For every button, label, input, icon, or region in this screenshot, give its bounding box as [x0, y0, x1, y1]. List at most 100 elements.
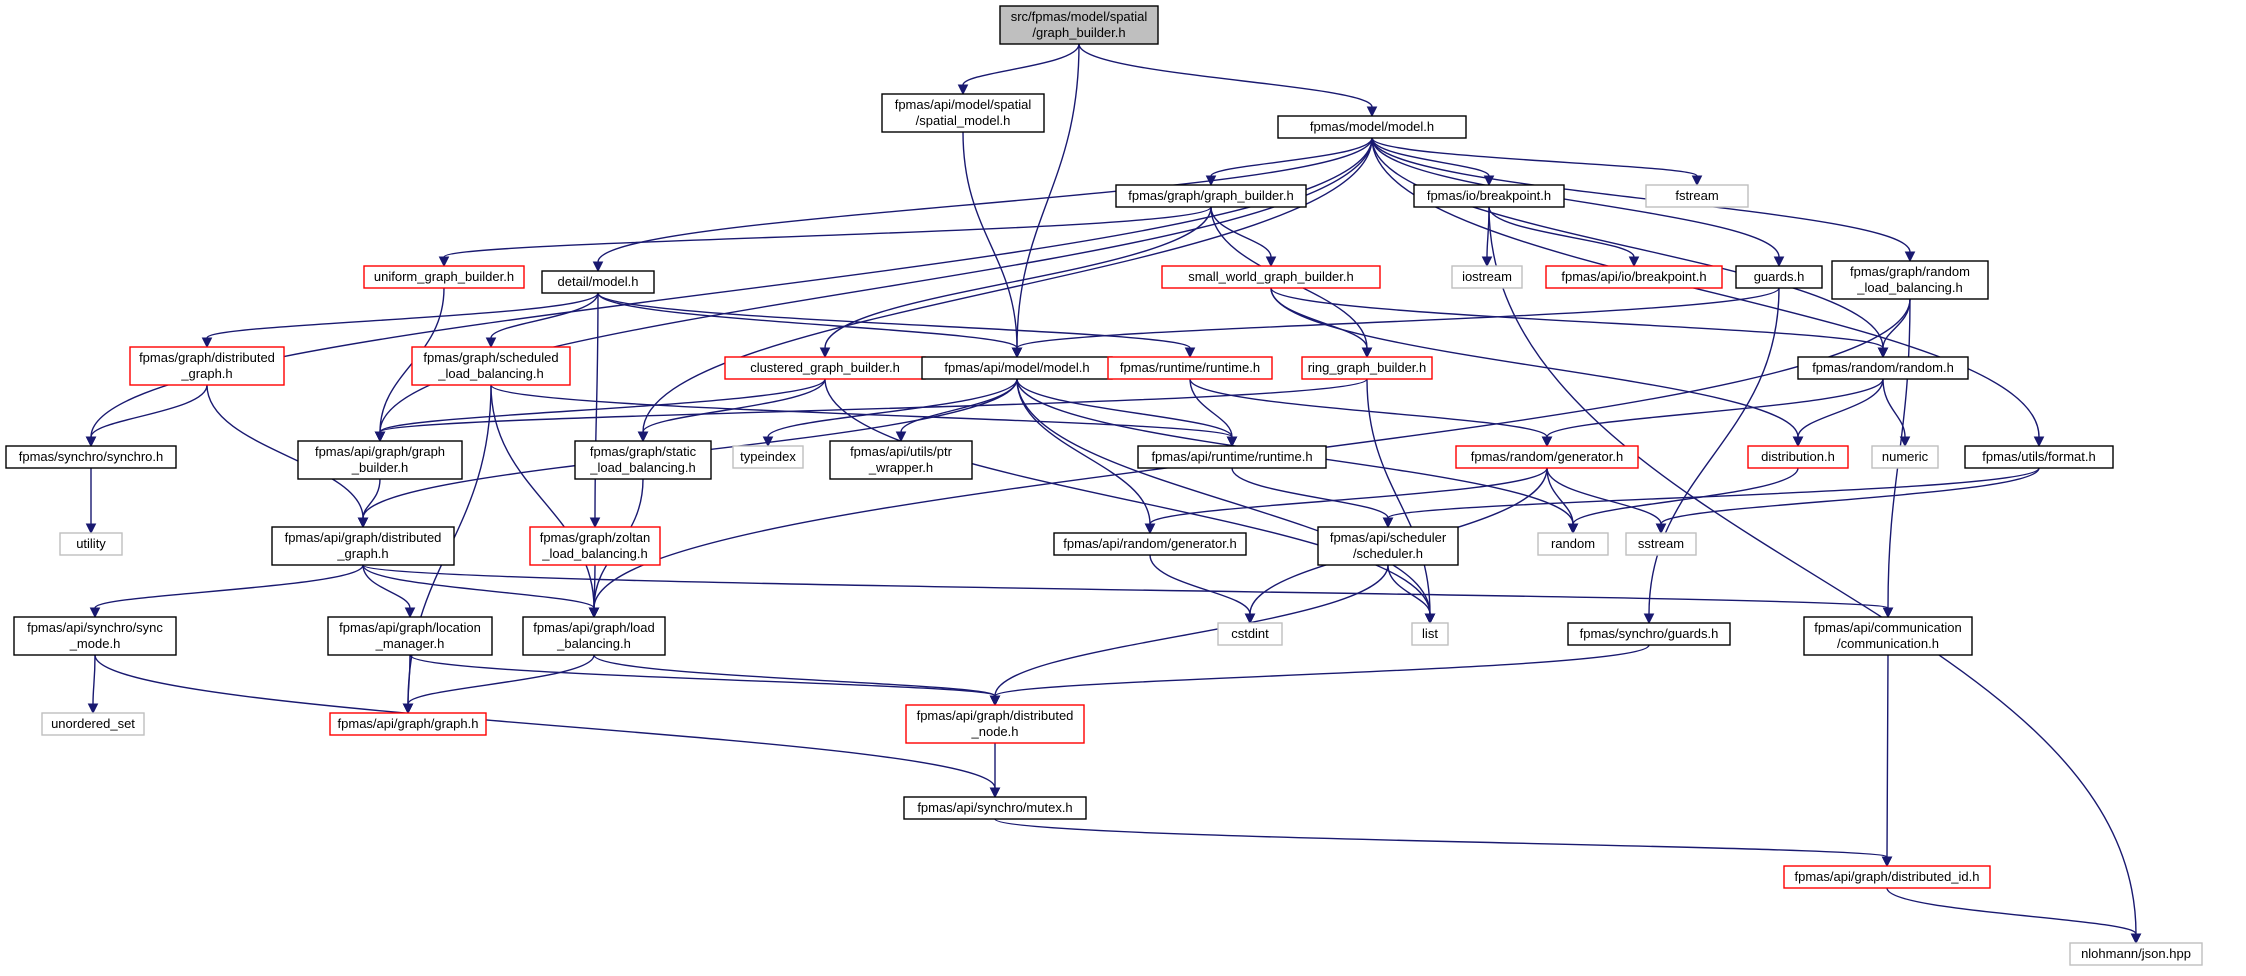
node-numeric[interactable]: numeric — [1871, 445, 1939, 469]
node-label: src/fpmas/model/spatial — [1011, 9, 1148, 24]
node-api-io-breakpoint[interactable]: fpmas/api/io/breakpoint.h — [1545, 265, 1723, 289]
node-utility[interactable]: utility — [59, 532, 123, 556]
edge-api-generator-to-cstdint — [1149, 554, 1256, 625]
node-box — [829, 440, 973, 480]
node-box — [1217, 622, 1283, 646]
node-random[interactable]: random — [1537, 532, 1609, 556]
node-distributed-id[interactable]: fpmas/api/graph/distributed_id.h — [1783, 865, 1991, 889]
edge-runtime-to-api-runtime — [1189, 378, 1238, 448]
node-label: fpmas/api/communication — [1814, 620, 1961, 635]
node-ring[interactable]: ring_graph_builder.h — [1301, 356, 1433, 380]
node-label: fpmas/api/graph/load — [533, 620, 654, 635]
node-communication[interactable]: fpmas/api/communication/communication.h — [1803, 616, 1973, 656]
node-runtime[interactable]: fpmas/runtime/runtime.h — [1107, 356, 1273, 380]
node-cstdint[interactable]: cstdint — [1217, 622, 1283, 646]
node-label: fpmas/graph/random — [1850, 264, 1970, 279]
node-box — [1317, 526, 1459, 566]
node-spatial-model[interactable]: fpmas/api/model/spatial/spatial_model.h — [881, 93, 1045, 133]
node-distributed-node[interactable]: fpmas/api/graph/distributed_node.h — [905, 704, 1085, 744]
node-box — [1115, 184, 1307, 208]
node-box — [1545, 265, 1723, 289]
node-scheduler[interactable]: fpmas/api/scheduler/scheduler.h — [1317, 526, 1459, 566]
node-location-manager[interactable]: fpmas/api/graph/location_manager.h — [327, 616, 493, 656]
node-box — [1413, 184, 1565, 208]
node-api-graph-builder[interactable]: fpmas/api/graph/graph_builder.h — [297, 440, 463, 480]
node-label: _builder.h — [351, 460, 408, 475]
node-json[interactable]: nlohmann/json.hpp — [2069, 942, 2203, 966]
node-api-runtime[interactable]: fpmas/api/runtime/runtime.h — [1137, 445, 1327, 469]
node-graph-builder[interactable]: fpmas/graph/graph_builder.h — [1115, 184, 1307, 208]
node-label: fstream — [1675, 188, 1718, 203]
node-label: fpmas/graph/static — [590, 444, 697, 459]
edge-model-to-io-breakpoint — [1371, 137, 1495, 187]
node-label: fpmas/api/runtime/runtime.h — [1151, 449, 1312, 464]
node-box — [1301, 356, 1433, 380]
node-distribution[interactable]: distribution.h — [1747, 445, 1849, 469]
node-label: /scheduler.h — [1353, 546, 1423, 561]
node-generator[interactable]: fpmas/random/generator.h — [1455, 445, 1639, 469]
edge-guards-to-api-model — [1011, 287, 1780, 359]
node-api-model[interactable]: fpmas/api/model/model.h — [921, 356, 1113, 380]
node-iostream[interactable]: iostream — [1451, 265, 1523, 289]
node-root[interactable]: src/fpmas/model/spatial/graph_builder.h — [999, 5, 1159, 45]
edge-root-to-spatial-model — [957, 43, 1080, 96]
node-list[interactable]: list — [1411, 622, 1449, 646]
node-box — [59, 532, 123, 556]
node-label: _mode.h — [69, 636, 121, 651]
node-io-breakpoint[interactable]: fpmas/io/breakpoint.h — [1413, 184, 1565, 208]
node-random-random[interactable]: fpmas/random/random.h — [1797, 356, 1969, 380]
node-random-lb[interactable]: fpmas/graph/random_load_balancing.h — [1831, 260, 1989, 300]
node-guards[interactable]: guards.h — [1735, 265, 1823, 289]
node-box — [881, 93, 1045, 133]
node-fstream[interactable]: fstream — [1645, 184, 1749, 208]
node-label: nlohmann/json.hpp — [2081, 946, 2191, 961]
node-model[interactable]: fpmas/model/model.h — [1277, 115, 1467, 139]
node-synchro-guards[interactable]: fpmas/synchro/guards.h — [1567, 622, 1731, 646]
node-label: _node.h — [971, 724, 1019, 739]
node-label: _graph.h — [180, 366, 232, 381]
node-label: fpmas/api/synchro/mutex.h — [917, 800, 1072, 815]
node-box — [5, 445, 177, 469]
node-api-load-balancing[interactable]: fpmas/api/graph/load_balancing.h — [522, 616, 666, 656]
node-api-graph[interactable]: fpmas/api/graph/graph.h — [329, 712, 487, 736]
node-api-distributed-graph[interactable]: fpmas/api/graph/distributed_graph.h — [271, 526, 455, 566]
node-label: distribution.h — [1761, 449, 1835, 464]
node-typeindex[interactable]: typeindex — [732, 445, 804, 469]
node-zoltan[interactable]: fpmas/graph/zoltan_load_balancing.h — [529, 526, 661, 566]
node-unordered-set[interactable]: unordered_set — [41, 712, 145, 736]
node-clustered[interactable]: clustered_graph_builder.h — [724, 356, 926, 380]
edge-runtime-to-generator — [1189, 378, 1553, 448]
node-small-world[interactable]: small_world_graph_builder.h — [1161, 265, 1381, 289]
edge-location-manager-to-distributed-node — [409, 654, 1001, 707]
node-label: utility — [76, 536, 106, 551]
node-mutex[interactable]: fpmas/api/synchro/mutex.h — [903, 796, 1087, 820]
node-label: fpmas/random/random.h — [1812, 360, 1954, 375]
node-uniform[interactable]: uniform_graph_builder.h — [363, 265, 525, 289]
node-format[interactable]: fpmas/utils/format.h — [1964, 445, 2114, 469]
node-synchro[interactable]: fpmas/synchro/synchro.h — [5, 445, 177, 469]
node-sync-mode[interactable]: fpmas/api/synchro/sync_mode.h — [13, 616, 177, 656]
node-label: /spatial_model.h — [916, 113, 1011, 128]
node-ptr-wrapper[interactable]: fpmas/api/utils/ptr_wrapper.h — [829, 440, 973, 480]
node-scheduled-lb[interactable]: fpmas/graph/scheduled_load_balancing.h — [411, 346, 571, 386]
node-sstream[interactable]: sstream — [1625, 532, 1697, 556]
node-box — [1451, 265, 1523, 289]
node-box — [1797, 356, 1969, 380]
node-label: fpmas/api/graph/distributed — [917, 708, 1074, 723]
edge-zoltan-to-api-load-balancing — [588, 564, 600, 619]
node-label: fpmas/runtime/runtime.h — [1120, 360, 1260, 375]
node-box — [271, 526, 455, 566]
node-distributed-graph[interactable]: fpmas/graph/distributed_graph.h — [129, 346, 285, 386]
node-api-generator[interactable]: fpmas/api/random/generator.h — [1053, 532, 1247, 556]
edge-ring-to-api-graph-builder — [374, 378, 1368, 443]
node-box — [1783, 865, 1991, 889]
node-static-lb[interactable]: fpmas/graph/static_load_balancing.h — [574, 440, 712, 480]
edge-model-to-guards — [1371, 137, 1785, 268]
edge-scheduler-to-list — [1387, 564, 1436, 625]
edge-sync-mode-to-mutex — [94, 654, 1001, 799]
node-box — [1747, 445, 1849, 469]
node-label: fpmas/api/graph/graph — [315, 444, 445, 459]
node-detail-model[interactable]: detail/model.h — [541, 270, 655, 294]
node-box — [363, 265, 525, 289]
node-box — [411, 346, 571, 386]
